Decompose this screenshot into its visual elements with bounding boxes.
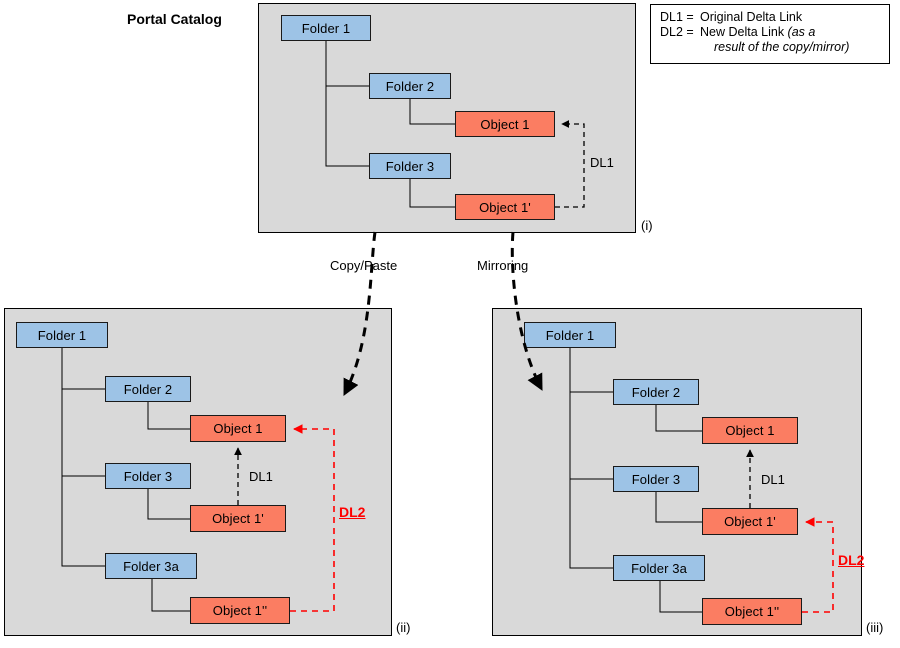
legend-value-dl1: Original Delta Link (700, 10, 803, 24)
legend-box: DL1 = Original Delta Link DL2 = New Delt… (650, 4, 890, 64)
flow-label-copy-paste: Copy/Paste (330, 258, 398, 273)
legend-row-dl1: DL1 = Original Delta Link (660, 10, 881, 25)
legend-value-dl2-text: New Delta Link (700, 25, 788, 39)
panel-i-label: (i) (641, 218, 653, 233)
panel-iii-link-dl2-label: DL2 (838, 552, 865, 568)
panel-i-link-dl1-label: DL1 (590, 155, 614, 170)
panel-iii-node-object-1-prime[interactable]: Object 1' (702, 508, 798, 535)
panel-iii-node-folder-3[interactable]: Folder 3 (613, 466, 699, 492)
panel-ii-link-dl1-label: DL1 (249, 469, 273, 484)
page-title: Portal Catalog (127, 11, 222, 27)
panel-iii-node-folder-2[interactable]: Folder 2 (613, 379, 699, 405)
panel-ii-label: (ii) (396, 620, 411, 635)
panel-i-node-object-1-prime[interactable]: Object 1' (455, 194, 555, 220)
panel-ii (4, 308, 392, 636)
panel-ii-node-folder-2[interactable]: Folder 2 (105, 376, 191, 402)
legend-key-dl2: DL2 = (660, 25, 694, 39)
panel-ii-node-object-1-prime[interactable]: Object 1' (190, 505, 286, 532)
flow-label-mirroring: Mirroring (477, 258, 529, 273)
panel-ii-node-object-1-dprime[interactable]: Object 1'' (190, 597, 290, 624)
panel-iii-node-folder-3a[interactable]: Folder 3a (613, 555, 705, 581)
panel-ii-node-folder-3a[interactable]: Folder 3a (105, 553, 197, 579)
panel-iii-label: (iii) (866, 620, 884, 635)
legend-value-dl2: New Delta Link (as a (700, 25, 815, 40)
legend-row-dl2: DL2 = New Delta Link (as a (660, 25, 881, 40)
panel-i-node-folder-1[interactable]: Folder 1 (281, 15, 371, 41)
panel-ii-link-dl2-label: DL2 (339, 504, 366, 520)
legend-value-dl2-italic: (as a (787, 25, 816, 39)
panel-iii-node-object-1[interactable]: Object 1 (702, 417, 798, 444)
legend-value-dl2-italic-cont: result of the copy/mirror) (714, 40, 850, 54)
panel-iii-link-dl1-label: DL1 (761, 472, 785, 487)
panel-ii-node-folder-3[interactable]: Folder 3 (105, 463, 191, 489)
panel-iii-node-folder-1[interactable]: Folder 1 (524, 322, 616, 348)
panel-ii-node-folder-1[interactable]: Folder 1 (16, 322, 108, 348)
panel-i-node-object-1[interactable]: Object 1 (455, 111, 555, 137)
panel-iii-node-object-1-dprime[interactable]: Object 1'' (702, 598, 802, 625)
panel-i-node-folder-3[interactable]: Folder 3 (369, 153, 451, 179)
panel-ii-node-object-1[interactable]: Object 1 (190, 415, 286, 442)
panel-i-node-folder-2[interactable]: Folder 2 (369, 73, 451, 99)
legend-key-dl1: DL1 = (660, 10, 694, 24)
